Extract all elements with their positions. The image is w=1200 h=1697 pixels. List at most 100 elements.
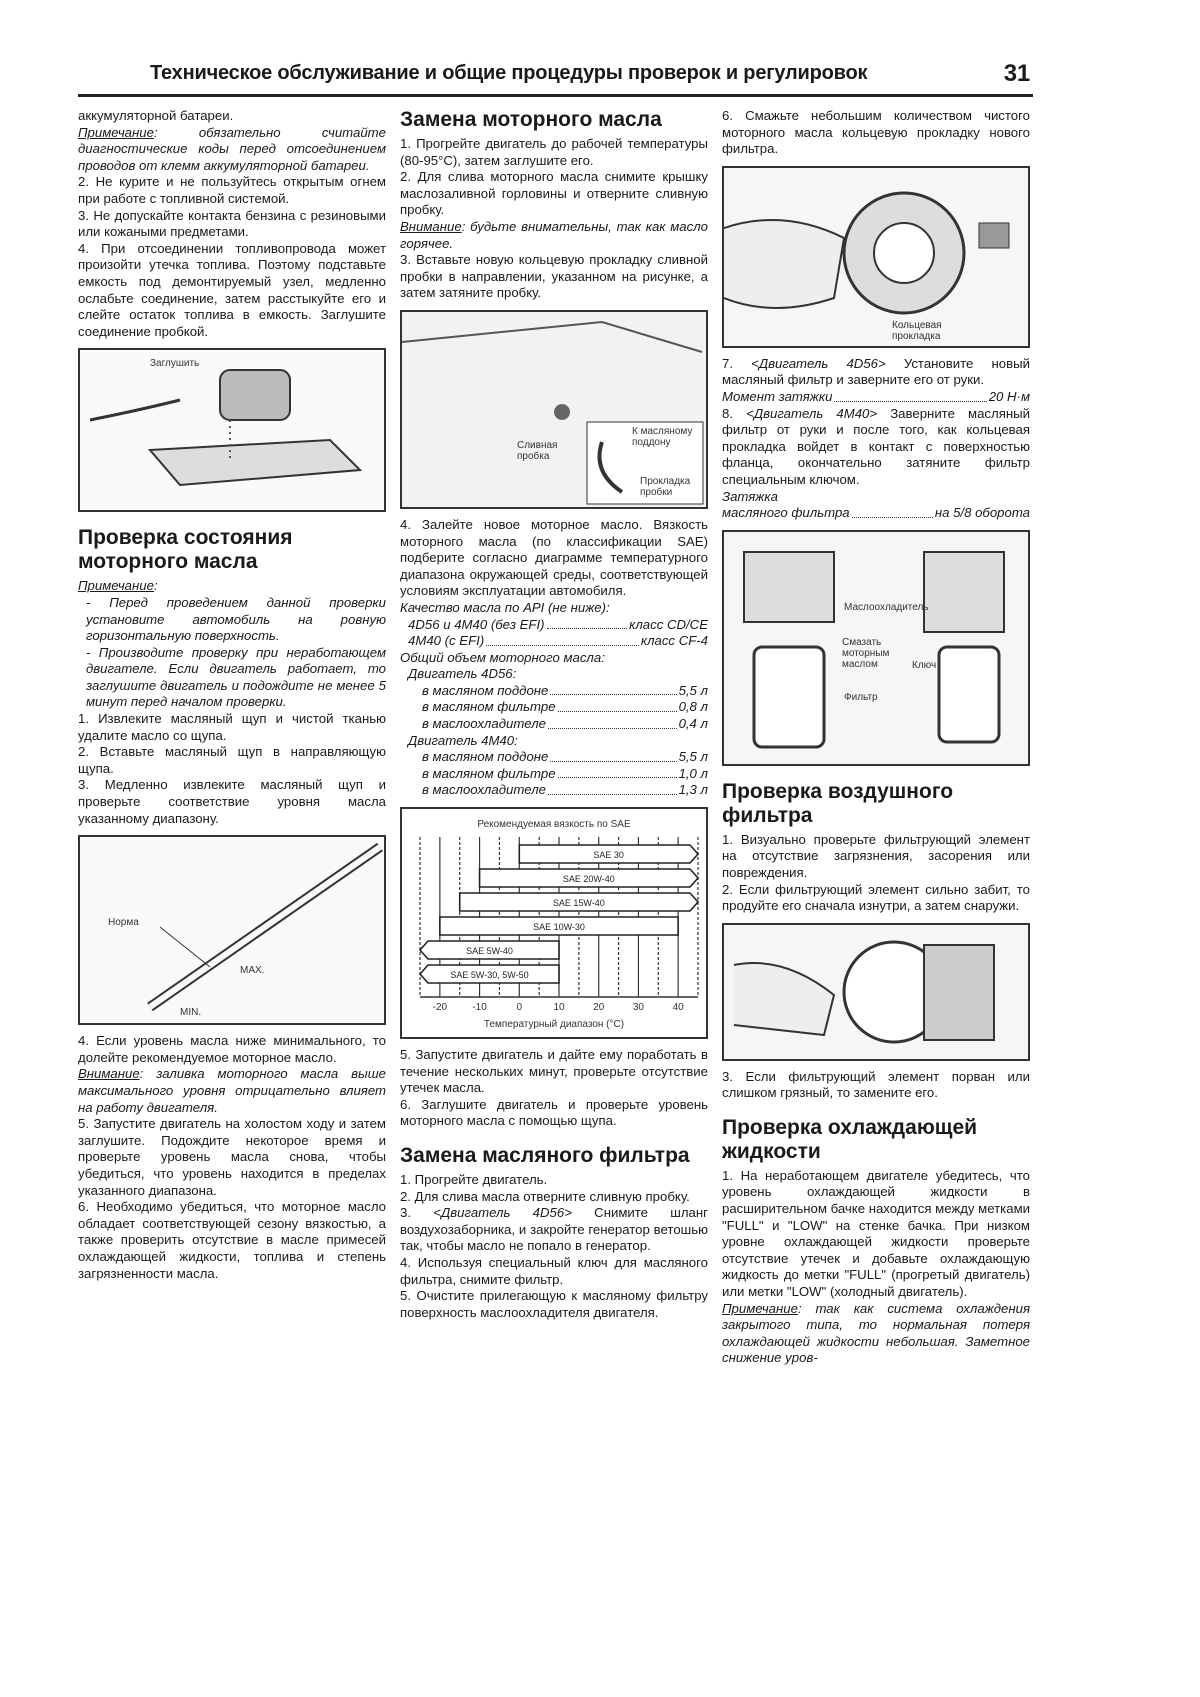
viscosity-bar xyxy=(418,940,560,960)
fuel-pump-illustration xyxy=(80,350,384,511)
spec-title: Общий объем моторного масла: xyxy=(400,649,605,665)
engine-label: Двигатель 4D56: xyxy=(408,666,517,682)
bar-label: SAE 15W-40 xyxy=(553,898,605,908)
step: 1. Прогрейте двигатель до рабочей темпер… xyxy=(400,136,708,168)
label-gasket: Кольцевая прокладка xyxy=(892,319,942,342)
bar-label: SAE 10W-30 xyxy=(533,922,585,932)
x-axis-label: Температурный диапазон (°С) xyxy=(484,1019,624,1030)
label-lubricate: Смазать моторным маслом xyxy=(842,636,890,670)
section-heading: Проверка охлаждающей жидкости xyxy=(722,1115,978,1163)
engine-label: Двигатель 4M40: xyxy=(408,732,518,748)
fuel-line-figure: Заглушить xyxy=(78,348,386,513)
step: 4. Залейте новое моторное масло. Вязкост… xyxy=(400,516,708,599)
section-heading: Замена моторного масла xyxy=(400,108,662,131)
oil-filter-figure: Кольцевая прокладка xyxy=(722,165,1030,348)
viscosity-bar xyxy=(439,916,679,936)
label-max: MAX. xyxy=(240,965,265,977)
label-drain-plug: Сливная пробка xyxy=(517,439,558,462)
oil-pan-illustration xyxy=(402,311,706,507)
x-tick-label: -10 xyxy=(472,1002,487,1013)
warning: Внимание: заливка моторного масла выше м… xyxy=(78,1066,386,1115)
paragraph: аккумуляторной батареи. xyxy=(78,108,234,123)
label-wrench: Ключ xyxy=(912,659,937,671)
x-tick-label: 40 xyxy=(673,1002,685,1013)
figure-caption: Заглушить xyxy=(150,358,200,370)
spec-row: 4M40 (с EFI)класс CF-4 xyxy=(408,633,708,649)
paragraph: 2. Не курите и не пользуйтесь открытым о… xyxy=(78,174,386,206)
x-tick-label: 30 xyxy=(633,1002,645,1013)
step: 4. Если уровень масла ниже минимального,… xyxy=(78,1033,386,1065)
step: 2. Для слива моторного масла снимите кры… xyxy=(400,169,708,218)
bar-label: SAE 5W-30, 5W-50 xyxy=(450,970,528,980)
label-min: MIN. xyxy=(180,1007,202,1019)
paragraph: 4. При отсоединении топливопровода может… xyxy=(78,240,386,339)
chart-title: Рекомендуемая вязкость по SAE xyxy=(477,819,631,830)
viscosity-bar xyxy=(458,892,700,912)
x-tick-label: -20 xyxy=(433,1002,448,1013)
bar-label: SAE 20W-40 xyxy=(563,874,615,884)
sae-viscosity-chart: Рекомендуемая вязкость по SAE -20 -10 0 10 20… xyxy=(400,807,708,1040)
step: 1. На неработающем двигателе убедитесь, … xyxy=(722,1167,1031,1300)
column-2: Замена моторного масла 1. Прогрейте двиг… xyxy=(400,108,708,1321)
step: 3. <Двигатель 4D56> Снимите шланг воздух… xyxy=(400,1205,708,1254)
section-heading: Замена масляного фильтра xyxy=(400,1144,690,1167)
x-tick-label: 0 xyxy=(517,1002,523,1013)
air-filter-illustration xyxy=(724,924,1028,1059)
step: 1. Прогрейте двигатель. xyxy=(400,1172,548,1187)
step: 3. Медленно извлеките масляный щуп и про… xyxy=(78,777,386,826)
note-item: - Перед проведением данной проверки уста… xyxy=(86,594,386,644)
note-item: - Производите проверку при неработающем … xyxy=(86,644,386,710)
note: Примечание: xyxy=(78,578,158,594)
dipstick-figure: Норма MAX. MIN. xyxy=(78,835,386,1026)
oil-filter-4m40-figure: Маслоохладитель Смазать моторным маслом … xyxy=(722,529,1030,766)
filter-cooler-illustration xyxy=(724,531,1028,764)
dipstick-illustration xyxy=(80,837,384,1024)
column-1: аккумуляторной батареи. Примечание: обяз… xyxy=(78,108,386,1282)
step: 6. Необходимо убедиться, что моторное ма… xyxy=(78,1199,386,1281)
page-header: Техническое обслуживание и общие процеду… xyxy=(150,60,1030,87)
x-tick-label: 20 xyxy=(593,1002,605,1013)
api-spec-list: 4D56 и 4M40 (без EFI)класс CD/CE 4M40 (с… xyxy=(400,617,708,650)
step: 1. Визуально проверьте фильтрующий элеме… xyxy=(722,831,1030,880)
step: 4. Используя специальный ключ для маслян… xyxy=(400,1254,708,1287)
note: Примечание: так как система охлаждения з… xyxy=(722,1300,1030,1366)
bar-label: SAE 30 xyxy=(593,850,624,860)
label-gasket: Прокладка пробки xyxy=(640,475,691,498)
viscosity-bar xyxy=(518,844,700,864)
step: 8. <Двигатель 4M40> Заверните масляный ф… xyxy=(722,405,1030,487)
x-tick-label: 10 xyxy=(553,1002,565,1013)
step: 3. Если фильтрующий элемент порван или с… xyxy=(722,1068,1030,1101)
step: 6. Смажьте небольшим количеством чистого… xyxy=(722,108,1030,157)
page-number: 31 xyxy=(1003,60,1030,87)
air-filter-figure xyxy=(722,922,1030,1061)
step: 6. Заглушите двигатель и проверьте урове… xyxy=(400,1096,708,1129)
step: 2. Для слива масла отверните сливную про… xyxy=(400,1188,690,1204)
step: 5. Запустите двигатель и дайте ему пораб… xyxy=(400,1047,708,1096)
oil-filter-illustration xyxy=(724,167,1028,346)
note: Примечание: обязательно считайте диагнос… xyxy=(78,124,386,173)
step: 7. <Двигатель 4D56> Установите новый мас… xyxy=(722,355,1030,388)
warning: Внимание: будьте внимательны, так как ма… xyxy=(400,218,708,251)
header-rule xyxy=(78,94,1033,97)
section-heading: Проверка состояния моторного масла xyxy=(78,526,293,574)
label-norm: Норма xyxy=(108,917,139,929)
header-title: Техническое обслуживание и общие процеду… xyxy=(150,62,868,84)
column-3: 6. Смажьте небольшим количеством чистого… xyxy=(722,108,1030,1367)
spec-title: Качество масла по API (не ниже): xyxy=(400,599,610,615)
bar-label: SAE 5W-40 xyxy=(466,946,513,956)
viscosity-bar xyxy=(478,868,700,888)
tightening-label: Затяжка xyxy=(722,488,778,504)
step: 2. Вставьте масляный щуп в направляющую … xyxy=(78,744,386,776)
section-heading: Проверка воздушного фильтра xyxy=(722,779,954,827)
label-filter: Фильтр xyxy=(844,691,878,703)
label-oil-cooler: Маслоохладитель xyxy=(844,601,929,613)
